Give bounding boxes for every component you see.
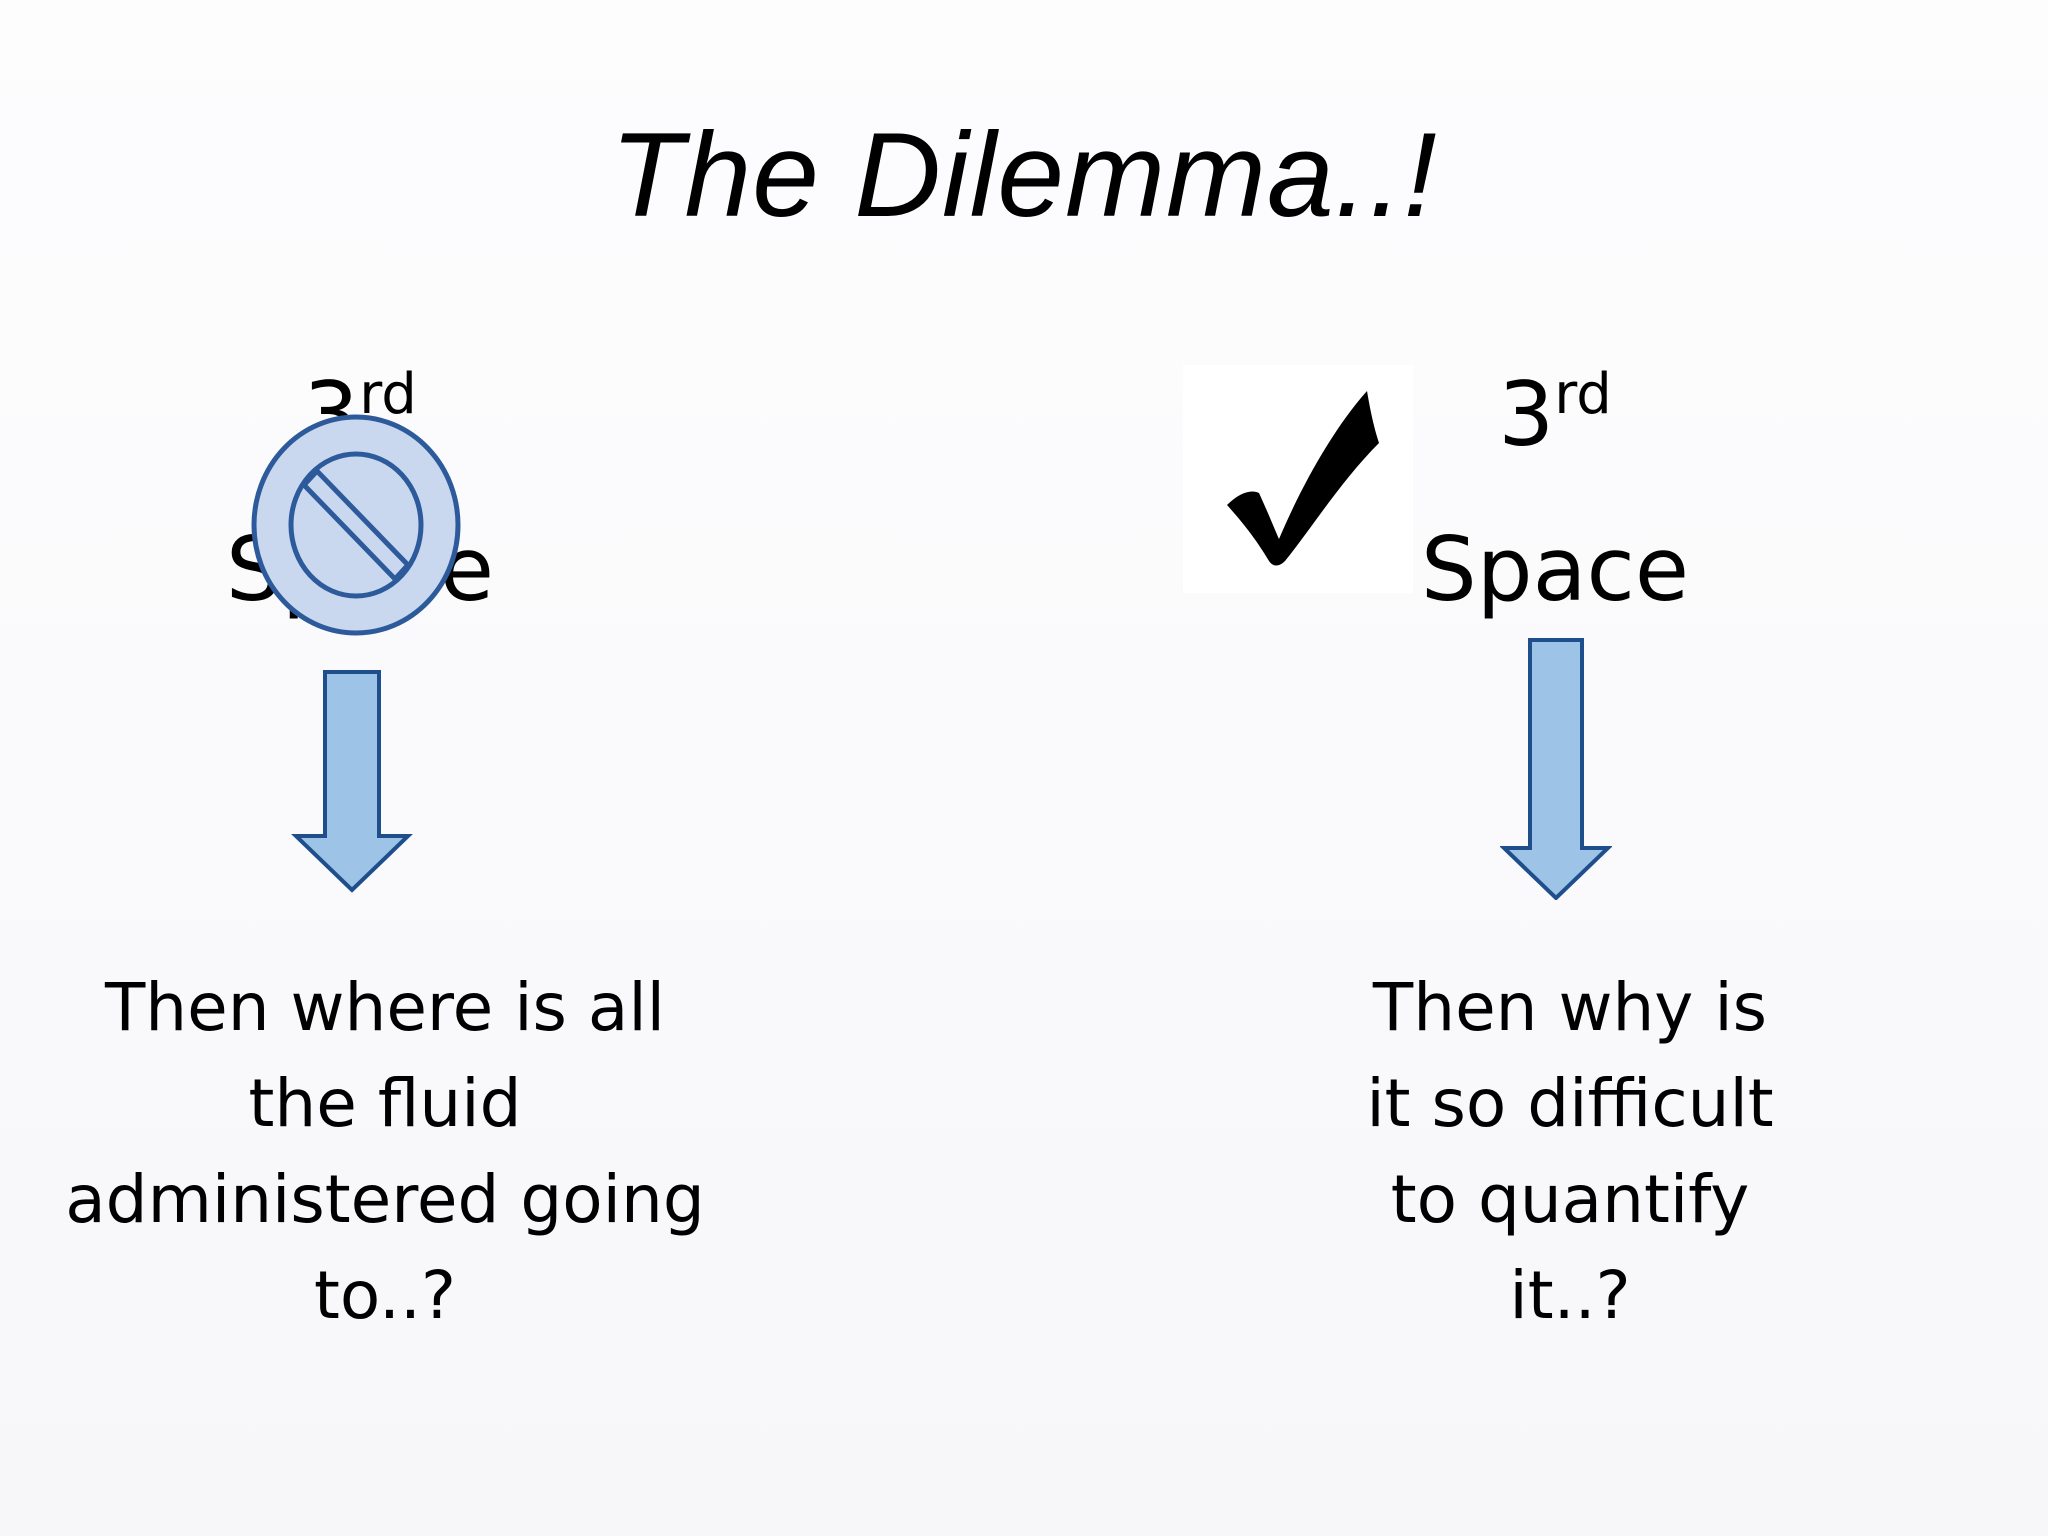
- left-question-line: to..?: [313, 1257, 457, 1334]
- right-heading: 3rd Space: [1400, 355, 1710, 630]
- right-question: Then why is it so difficult to quantify …: [1330, 960, 1810, 1344]
- right-heading-word: Space: [1420, 518, 1690, 621]
- left-question-line: administered going: [65, 1161, 705, 1238]
- right-down-arrow-icon: [1500, 638, 1612, 900]
- slide-title: The Dilemma..!: [610, 108, 1438, 242]
- prohibited-icon-inner-ring: [288, 451, 424, 599]
- prohibited-icon: [251, 414, 461, 636]
- left-heading-suffix: rd: [359, 362, 417, 427]
- left-question-line: Then where is all: [104, 969, 666, 1046]
- right-question-line: it so difficult: [1366, 1065, 1774, 1142]
- left-question-line: the fluid: [248, 1065, 522, 1142]
- right-heading-number: 3: [1498, 363, 1555, 466]
- right-heading-number-line: 3rd: [1400, 355, 1710, 475]
- right-heading-suffix: rd: [1554, 362, 1612, 427]
- right-question-line: Then why is: [1372, 969, 1768, 1046]
- checkmark-icon: [1183, 365, 1413, 593]
- prohibited-icon-slash: [301, 468, 411, 582]
- left-question: Then where is all the fluid administered…: [40, 960, 730, 1344]
- right-question-line: to quantify: [1390, 1161, 1750, 1238]
- right-question-line: it..?: [1509, 1257, 1631, 1334]
- left-down-arrow-icon: [291, 670, 413, 893]
